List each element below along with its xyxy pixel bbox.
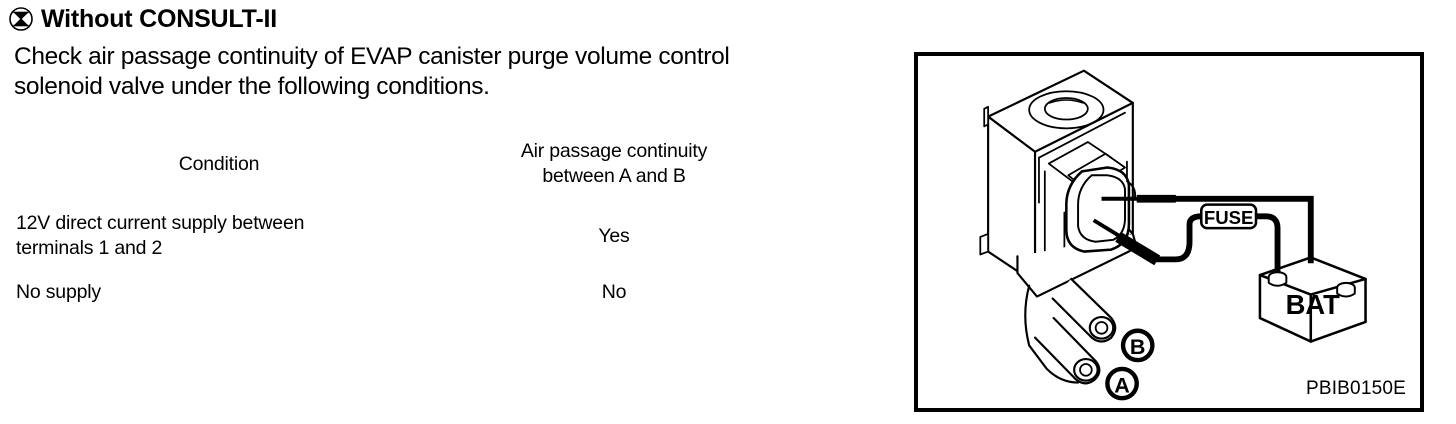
port-a-marker: A — [1105, 366, 1139, 401]
fuse-label: FUSE — [1204, 207, 1254, 228]
intro-line-2: solenoid valve under the following condi… — [14, 73, 490, 100]
port-b-marker: B — [1120, 328, 1155, 363]
header-cell-condition: Condition — [16, 128, 422, 200]
result-1-value: Yes — [598, 224, 630, 247]
header-result-line-2: between A and B — [542, 165, 686, 187]
cell-condition-1: 12V direct current supply between termin… — [16, 200, 422, 272]
left-content-panel: Without CONSULT-II Check air passage con… — [8, 6, 914, 312]
section-heading: Without CONSULT-II — [8, 6, 277, 32]
cell-result-2: No — [422, 272, 806, 312]
condition-continuity-table: Condition Air passage continuity between… — [16, 128, 806, 312]
battery-label: BAT — [1286, 289, 1340, 320]
header-cell-result: Air passage continuity between A and B — [422, 128, 806, 200]
table-row: 12V direct current supply between termin… — [16, 200, 806, 272]
solenoid-valve-wiring-diagram: FUSE BAT B A — [979, 69, 1367, 401]
figure-reference-code: PBIB0150E — [1305, 378, 1406, 399]
condition-1-line-2: terminals 1 and 2 — [16, 237, 163, 259]
header-condition-label: Condition — [178, 152, 260, 175]
table-header-row: Condition Air passage continuity between… — [16, 128, 806, 200]
port-b-label: B — [1130, 335, 1146, 359]
intro-paragraph: Check air passage continuity of EVAP can… — [14, 42, 914, 102]
port-a-label: A — [1114, 373, 1130, 397]
result-2-value: No — [601, 280, 627, 303]
intro-line-1: Check air passage continuity of EVAP can… — [14, 43, 730, 70]
section-heading-label: Without CONSULT-II — [41, 5, 277, 33]
cell-condition-2: No supply — [16, 272, 422, 312]
condition-2-line-1: No supply — [16, 280, 101, 303]
illustration-panel: FUSE BAT B A PBIB0150E — [914, 52, 1424, 412]
condition-1-line-1: 12V direct current supply between — [16, 212, 305, 234]
table-row: No supply No — [16, 272, 806, 312]
cell-result-1: Yes — [422, 200, 806, 272]
without-consult-circle-x-icon — [9, 7, 33, 31]
header-result-line-1: Air passage continuity — [520, 140, 708, 162]
